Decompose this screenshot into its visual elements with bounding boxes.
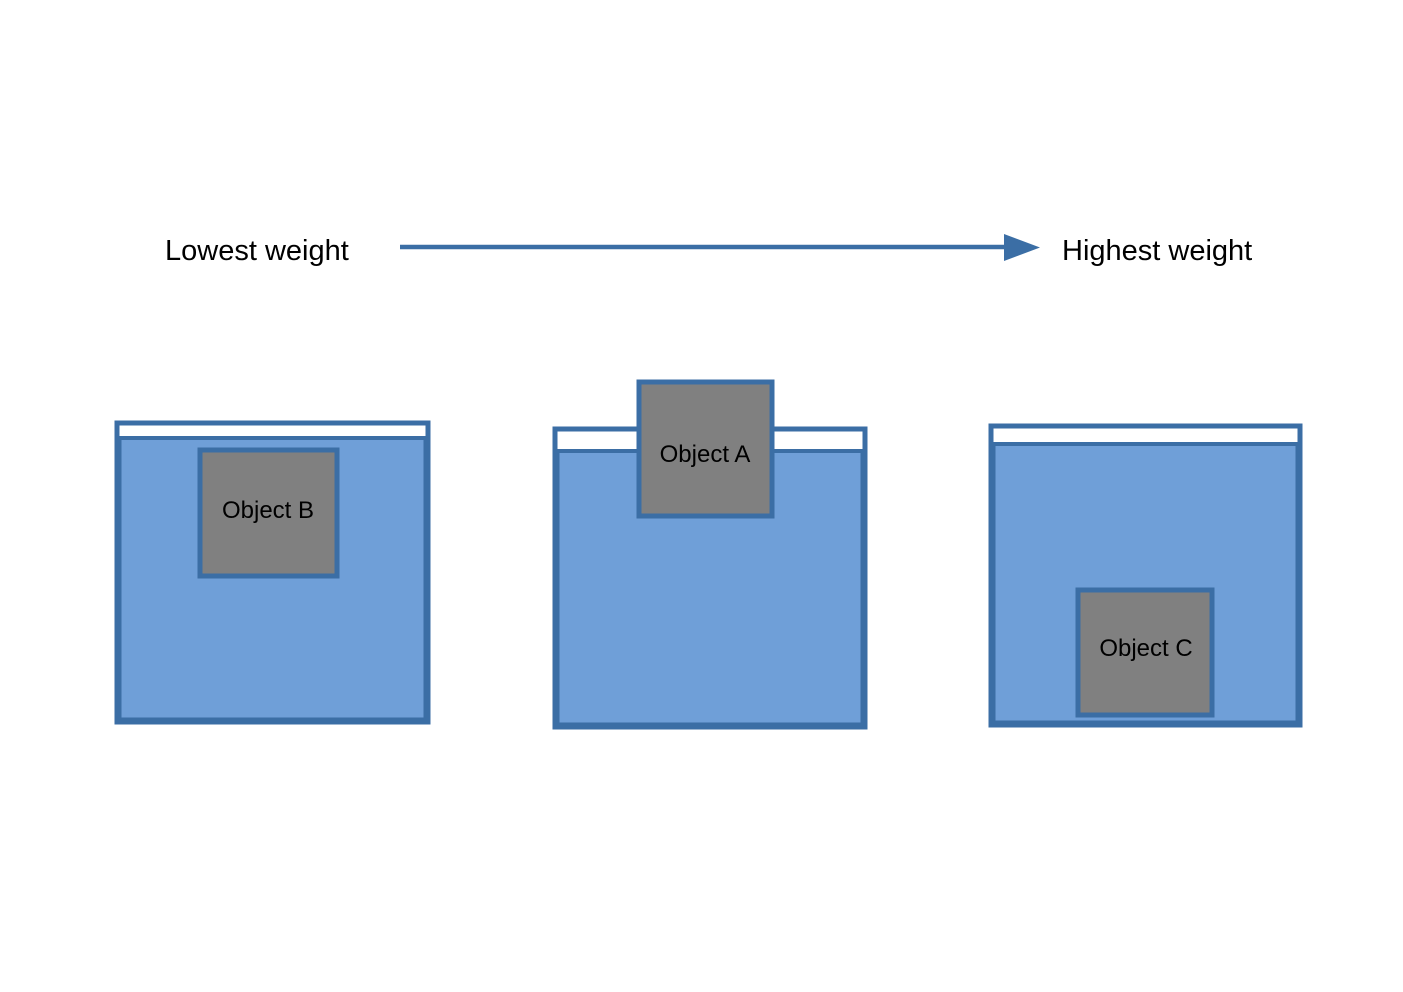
container-3-group: Object C [988,423,1303,728]
container-3-object-c [1075,587,1215,718]
object-c-label: Object C [1099,635,1192,662]
lowest-weight-label: Lowest weight [165,235,349,267]
weight-arrow-head-icon [1004,234,1040,261]
container-2-object-a [636,379,775,519]
object-a-label: Object A [660,441,751,468]
object-b-label: Object B [222,497,314,524]
weight-scale-group: Lowest weight Highest weight [165,234,1252,267]
container-2-group: Object A [552,379,868,730]
container-1-group: Object B [114,420,431,725]
highest-weight-label: Highest weight [1062,235,1252,267]
container-1-object-b [197,447,340,579]
